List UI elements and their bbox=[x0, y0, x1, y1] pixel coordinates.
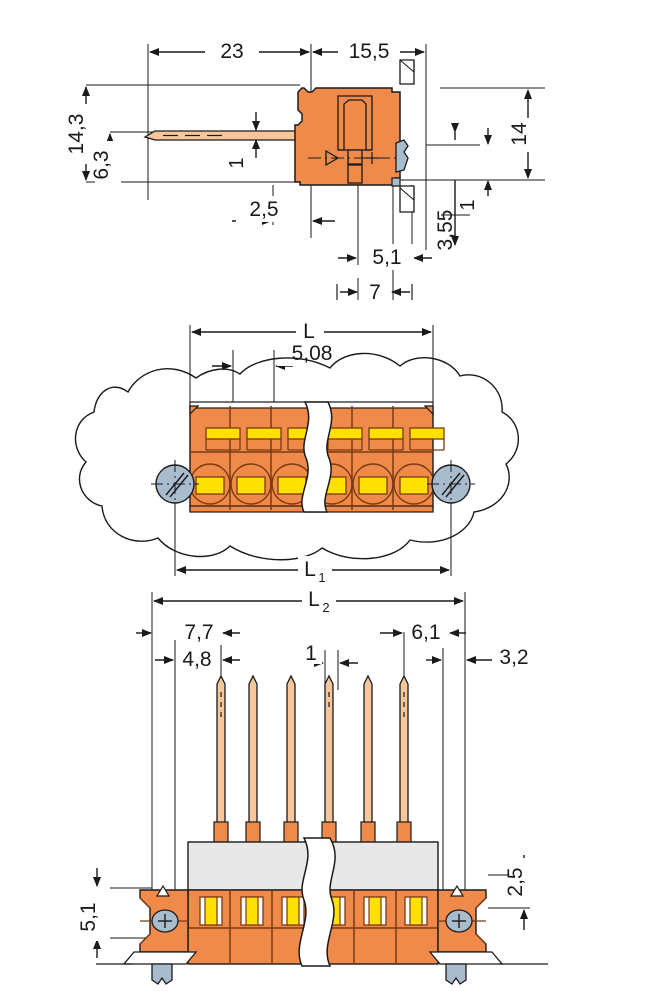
dim-L-label: L bbox=[303, 320, 315, 343]
top-view-right-chamfer bbox=[423, 405, 434, 416]
dim-4-8: 4,8 bbox=[155, 646, 240, 672]
dim-15-5-label: 15,5 bbox=[349, 40, 390, 63]
dim-6-3: 6,3 bbox=[90, 133, 121, 189]
dim-5-1-bottom-label: 5,1 bbox=[77, 902, 100, 931]
partial-view-cloud-boundary bbox=[74, 352, 520, 561]
dim-3-55-label: 3,55 bbox=[434, 210, 457, 251]
dim-1-right: 1 bbox=[457, 128, 492, 211]
pin bbox=[286, 674, 296, 843]
mounting-flange-right bbox=[428, 884, 504, 985]
dim-1-right-label: 1 bbox=[457, 199, 479, 210]
dim-14-3-label: 14,3 bbox=[65, 114, 88, 155]
dim-L2-subscript: 2 bbox=[322, 600, 329, 615]
dim-5-1-top-label: 5,1 bbox=[372, 246, 401, 269]
front-view-break-line bbox=[298, 837, 336, 967]
pin bbox=[399, 674, 409, 843]
top-view: L 5,08 bbox=[74, 318, 520, 585]
dim-3-55: 3,55 bbox=[434, 123, 470, 251]
dim-4-8-label: 4,8 bbox=[182, 648, 211, 671]
dim-6-1: 6,1 bbox=[380, 619, 466, 645]
dim-6-1-label: 6,1 bbox=[411, 621, 440, 644]
pin bbox=[363, 674, 373, 843]
dim-2-5: 2,5 bbox=[232, 196, 335, 225]
dim-7-label: 7 bbox=[369, 281, 381, 304]
dim-3-2: 3,2 bbox=[426, 644, 537, 670]
pin bbox=[248, 674, 258, 843]
dim-6-3-label: 6,3 bbox=[90, 150, 113, 179]
dim-14-3: 14,3 bbox=[65, 86, 96, 181]
dim-5-1-top: 5,1 bbox=[338, 244, 432, 270]
front-view-projection-lines bbox=[110, 592, 530, 939]
top-view-poles bbox=[190, 401, 445, 513]
dim-L2-label: L bbox=[308, 588, 320, 611]
dim-5-1-bottom: 5,1 bbox=[77, 868, 107, 958]
dim-1-centre-label: 1 bbox=[305, 642, 317, 665]
front-view: L 2 7,7 4,8 1 6,1 bbox=[77, 586, 548, 985]
side-view-housing bbox=[294, 87, 401, 186]
front-view-pins bbox=[216, 674, 409, 843]
dim-7-7: 7,7 bbox=[136, 619, 240, 645]
side-view-pin bbox=[143, 130, 301, 141]
dim-L1-subscript: 1 bbox=[318, 570, 325, 585]
dim-1-centre: 1 bbox=[302, 640, 358, 667]
pin bbox=[324, 674, 334, 843]
dim-7-7-label: 7,7 bbox=[184, 621, 213, 644]
dim-7: 7 bbox=[336, 279, 413, 305]
dim-14: 14 bbox=[508, 89, 538, 179]
top-view-left-chamfer bbox=[189, 405, 200, 416]
dim-23-label: 23 bbox=[220, 40, 243, 63]
mounting-flange-left bbox=[122, 884, 198, 985]
side-view-panel bbox=[391, 59, 415, 213]
dim-L1-label: L bbox=[304, 558, 316, 581]
pin bbox=[216, 674, 226, 843]
side-view: 23 15,5 14,3 6,3 1 bbox=[65, 39, 545, 305]
dim-2-5-bottom-label: 2,5 bbox=[504, 867, 527, 896]
front-view-poles bbox=[188, 890, 438, 964]
dim-15-5: 15,5 bbox=[312, 39, 425, 65]
mounting-screw-right bbox=[427, 460, 475, 508]
top-view-wire-entries bbox=[190, 463, 435, 505]
dim-14-label: 14 bbox=[508, 122, 531, 146]
top-view-break-line bbox=[301, 401, 333, 513]
mounting-screw-left bbox=[151, 460, 199, 508]
dim-pin-1: 1 bbox=[226, 112, 260, 169]
dim-pin-1-label: 1 bbox=[226, 157, 248, 168]
dim-L2: L 2 bbox=[153, 586, 464, 615]
dim-L1: L 1 bbox=[176, 556, 450, 585]
dim-23: 23 bbox=[149, 39, 310, 65]
dim-3-2-label: 3,2 bbox=[499, 646, 528, 669]
dim-2-5-bottom: 2,5 bbox=[504, 855, 534, 930]
front-view-clamp-windows bbox=[199, 896, 428, 926]
dim-2-5-label: 2,5 bbox=[249, 198, 278, 221]
dim-L: L bbox=[191, 318, 432, 344]
